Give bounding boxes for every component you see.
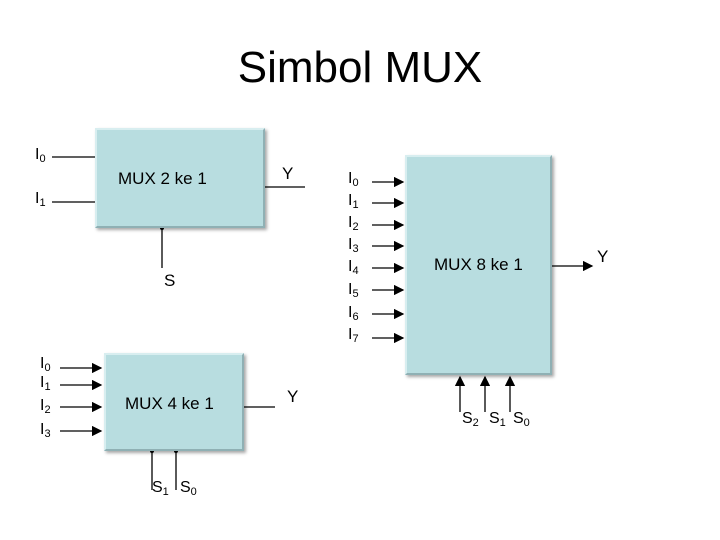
mux8-input-3-label: I3 bbox=[348, 236, 359, 255]
mux2-select-label: S bbox=[164, 271, 176, 290]
mux8-select-2-label: S2 bbox=[462, 410, 479, 429]
mux8-input-4-label: I4 bbox=[348, 258, 359, 277]
mux4-select-1-label: S1 bbox=[152, 479, 169, 498]
mux2-input-1-label: I1 bbox=[35, 190, 46, 209]
mux4-input-0-label: I0 bbox=[40, 355, 51, 374]
mux8-select-0-label: S0 bbox=[513, 410, 530, 429]
page-title: Simbol MUX bbox=[237, 43, 483, 92]
mux4-output-label: Y bbox=[287, 387, 299, 406]
mux8-input-0-label: I0 bbox=[348, 170, 359, 189]
mux4-input-1-label: I1 bbox=[40, 374, 51, 393]
mux4-select-0-label: S0 bbox=[180, 479, 197, 498]
mux4-input-2-label: I2 bbox=[40, 397, 51, 416]
mux8-label: MUX 8 ke 1 bbox=[434, 255, 523, 274]
mux2-output-label: Y bbox=[282, 164, 294, 183]
mux8-input-1-label: I1 bbox=[348, 192, 359, 211]
mux4-input-3-label: I3 bbox=[40, 421, 51, 440]
mux4-label: MUX 4 ke 1 bbox=[125, 394, 214, 413]
mux2-input-0-label: I0 bbox=[35, 146, 46, 165]
mux8-block bbox=[405, 155, 552, 375]
mux4-block bbox=[104, 353, 244, 451]
mux2-block bbox=[95, 128, 265, 228]
mux8-input-2-label: I2 bbox=[348, 214, 359, 233]
mux8-output-label: Y bbox=[597, 247, 609, 266]
mux8-input-6-label: I6 bbox=[348, 304, 359, 323]
mux8-select-1-label: S1 bbox=[489, 410, 506, 429]
mux8-input-5-label: I5 bbox=[348, 281, 359, 300]
mux8-input-7-label: I7 bbox=[348, 326, 359, 345]
mux2-label: MUX 2 ke 1 bbox=[118, 169, 207, 188]
